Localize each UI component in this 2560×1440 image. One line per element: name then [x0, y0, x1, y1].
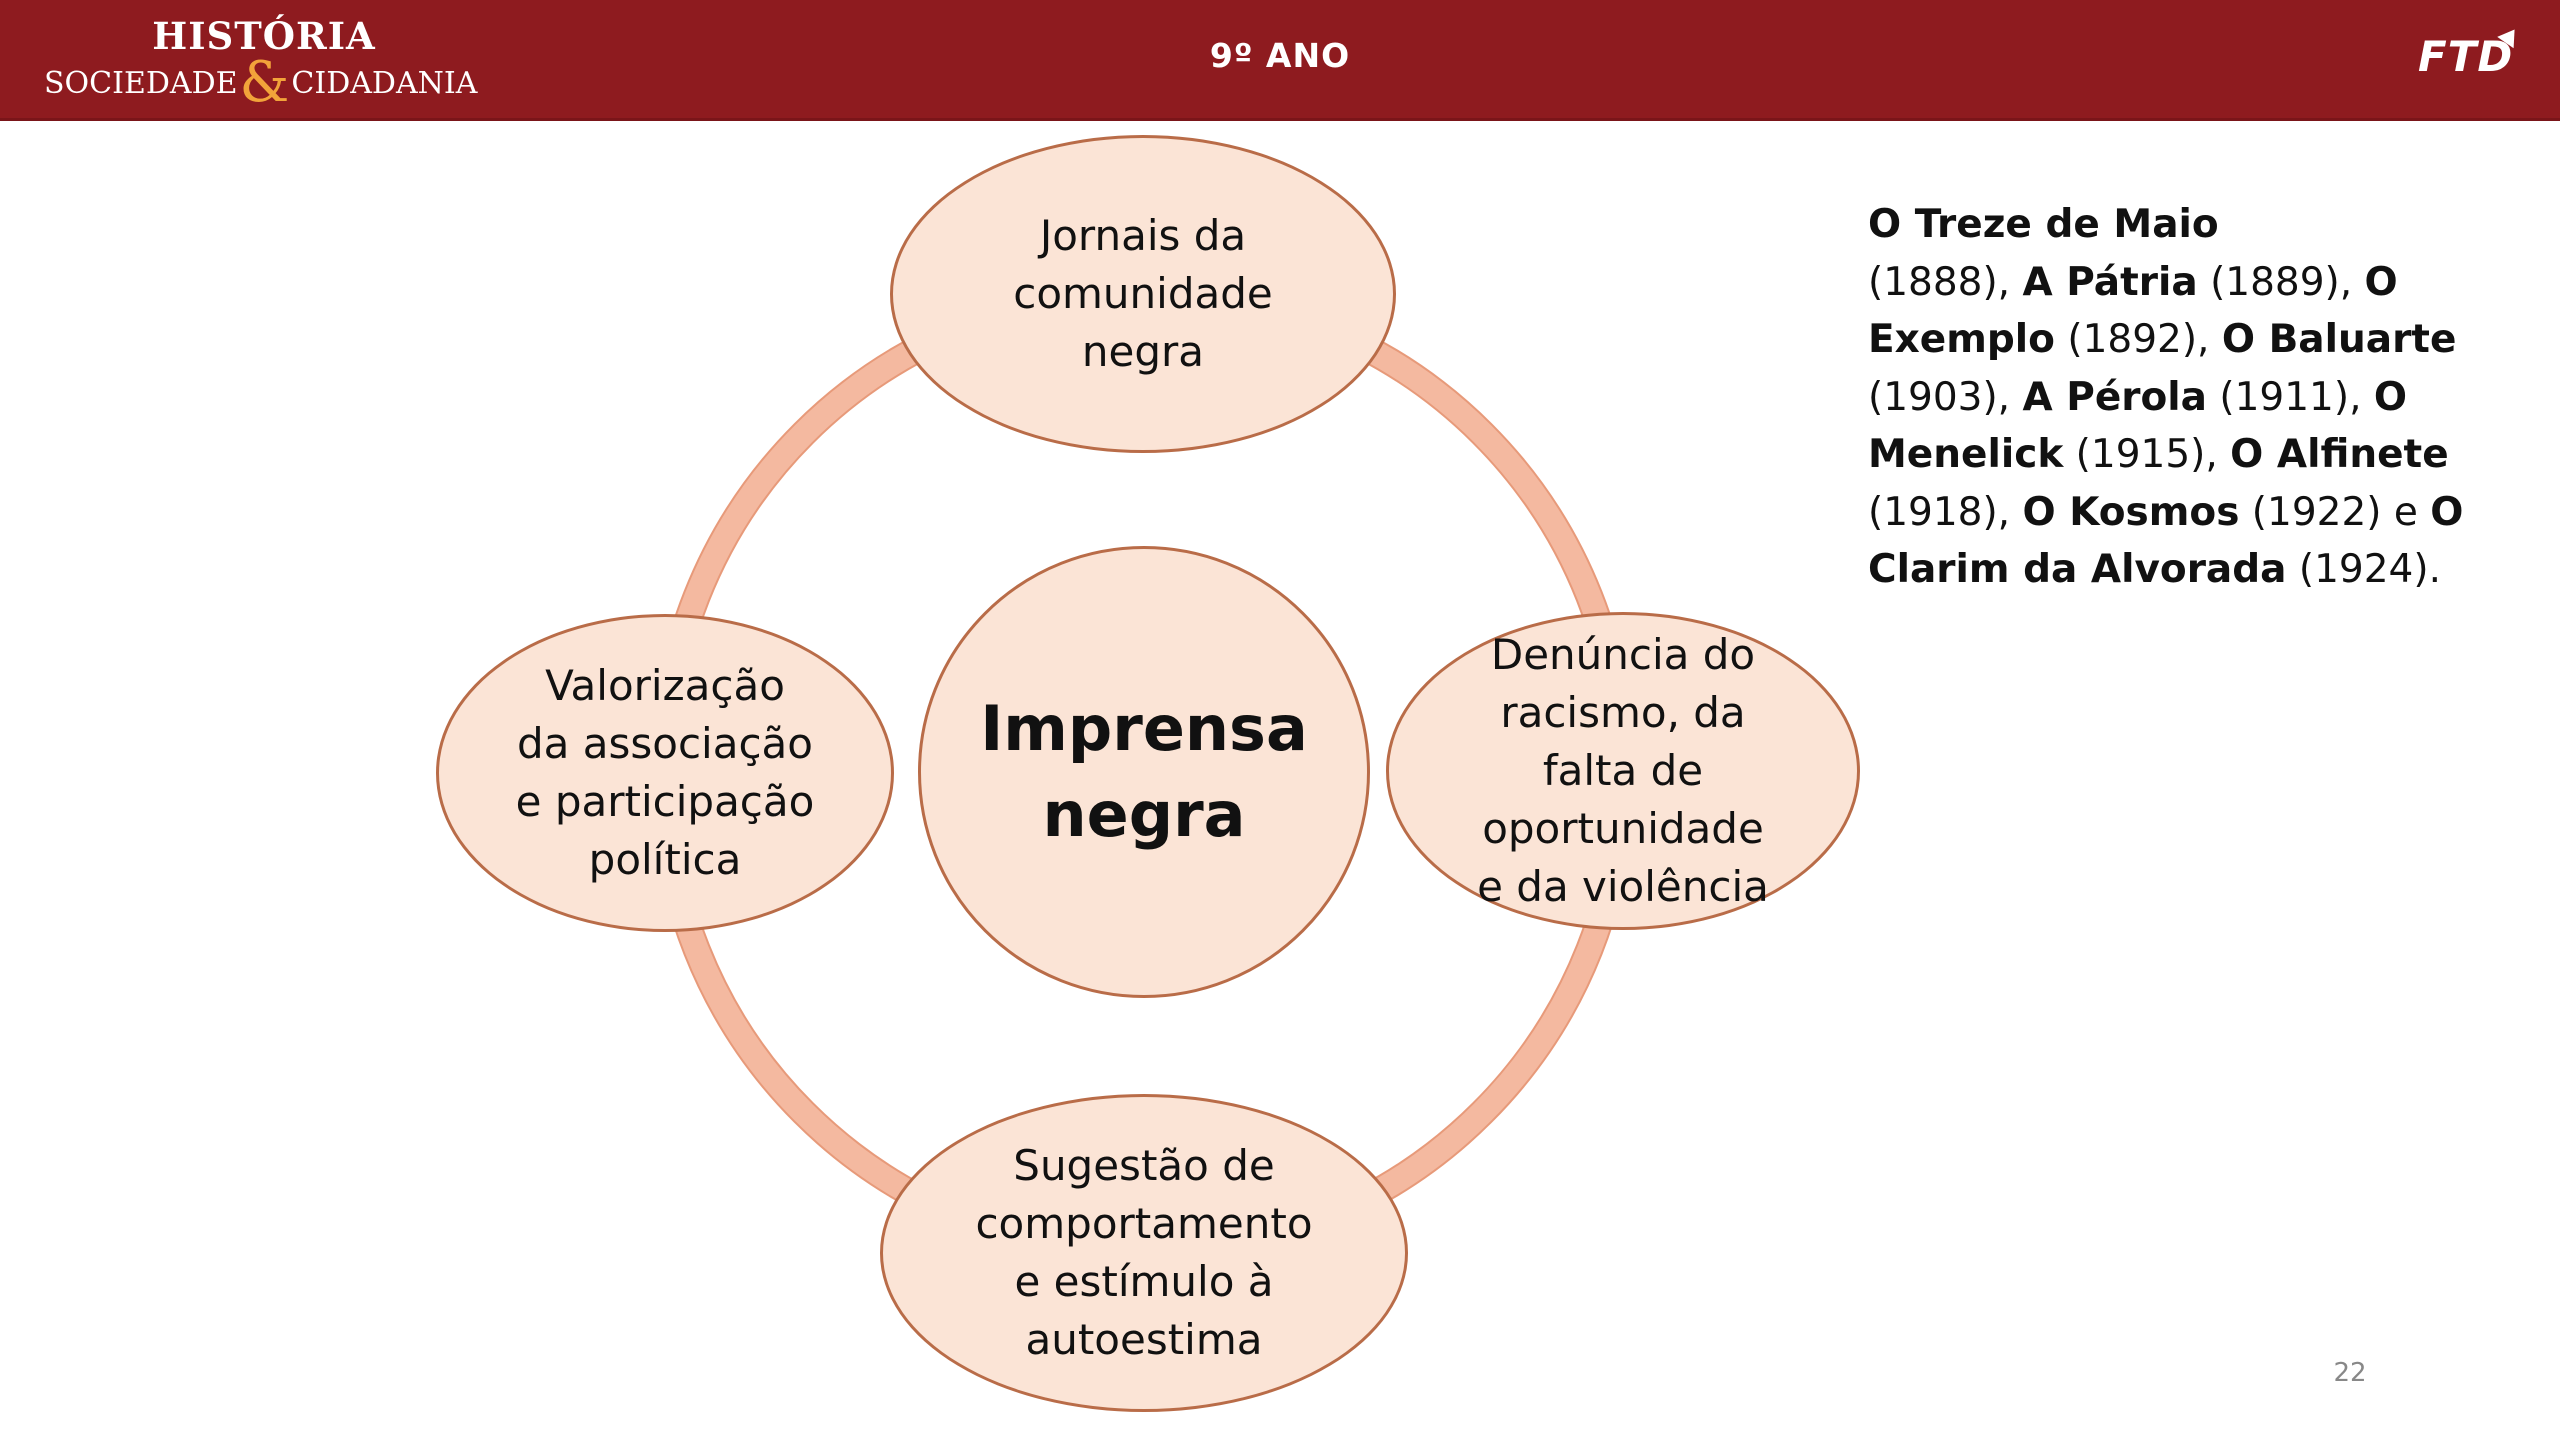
newspaper-year: (1918),	[1868, 489, 2023, 535]
newspaper-year: (1911),	[2207, 374, 2374, 420]
page-number: 22	[2333, 1358, 2367, 1388]
newspaper-name: O Treze de Maio	[1868, 202, 2219, 247]
cycle-diagram: Jornais da comunidade negra Valorização …	[0, 118, 2560, 1440]
newspaper-name: O	[2364, 259, 2398, 305]
brand-subtitle-right: CIDADANIA	[291, 65, 478, 101]
brand-subtitle-left: SOCIEDADE	[44, 65, 238, 101]
newspaper-year: (1888),	[1868, 259, 2023, 305]
node-top: Jornais da comunidade negra	[890, 135, 1396, 453]
ftd-logo-text: FTD	[2418, 32, 2514, 81]
node-right: Denúncia do racismo, da falta de oportun…	[1386, 612, 1860, 930]
newspaper-name: Clarim da Alvorada	[1868, 547, 2287, 592]
newspaper-year: (1924).	[2286, 547, 2441, 592]
newspapers-line: Menelick (1915), O Alfinete	[1868, 426, 2488, 484]
newspapers-line: (1888), A Pátria (1889), O	[1868, 254, 2488, 312]
brand-logo: HISTÓRIA SOCIEDADE & CIDADANIA	[44, 14, 504, 115]
newspaper-year: (1892),	[2054, 317, 2222, 362]
newspaper-name: A Pérola	[2022, 374, 2207, 420]
header-bar: HISTÓRIA SOCIEDADE & CIDADANIA 9º ANO FT…	[0, 0, 2560, 121]
newspapers-list: O Treze de Maio (1888), A Pátria (1889), …	[1868, 196, 2488, 599]
brand-subtitle: SOCIEDADE & CIDADANIA	[44, 50, 478, 115]
newspaper-name: O	[2430, 489, 2464, 535]
newspapers-line: Clarim da Alvorada (1924).	[1868, 541, 2488, 599]
newspaper-name: O Kosmos	[2022, 489, 2240, 535]
node-left-text: Valorização da associação e participação…	[515, 661, 815, 884]
node-left: Valorização da associação e participação…	[436, 614, 894, 932]
node-bottom: Sugestão de comportamento e estímulo à a…	[880, 1094, 1408, 1412]
newspaper-name: O Alfinete	[2230, 432, 2449, 477]
newspapers-line: (1918), O Kosmos (1922) e O	[1868, 484, 2488, 542]
newspaper-name: O Baluarte	[2221, 317, 2457, 362]
newspapers-line: O Treze de Maio	[1868, 196, 2488, 254]
node-center: Imprensa negra	[918, 546, 1370, 998]
node-right-text: Denúncia do racismo, da falta de oportun…	[1477, 630, 1769, 911]
grade-label: 9º ANO	[1209, 36, 1351, 75]
newspapers-line: (1903), A Pérola (1911), O	[1868, 369, 2488, 427]
brand-title: HISTÓRIA	[152, 14, 376, 58]
newspapers-line: Exemplo (1892), O Baluarte	[1868, 311, 2488, 369]
newspaper-year: (1915),	[2063, 432, 2231, 477]
newspaper-year: (1922) e	[2239, 489, 2431, 535]
newspaper-year: (1903),	[1868, 374, 2023, 420]
node-top-text: Jornais da comunidade negra	[1013, 211, 1273, 376]
node-bottom-text: Sugestão de comportamento e estímulo à a…	[975, 1141, 1313, 1364]
newspaper-name: Menelick	[1868, 432, 2064, 477]
brand-ampersand: &	[239, 50, 290, 115]
ftd-logo: FTD	[2410, 23, 2523, 88]
newspaper-name: Exemplo	[1868, 317, 2055, 362]
node-center-text: Imprensa negra	[980, 692, 1308, 851]
newspaper-year: (1889),	[2197, 259, 2365, 305]
newspaper-name: A Pátria	[2022, 259, 2198, 305]
newspaper-name: O	[2373, 374, 2408, 420]
